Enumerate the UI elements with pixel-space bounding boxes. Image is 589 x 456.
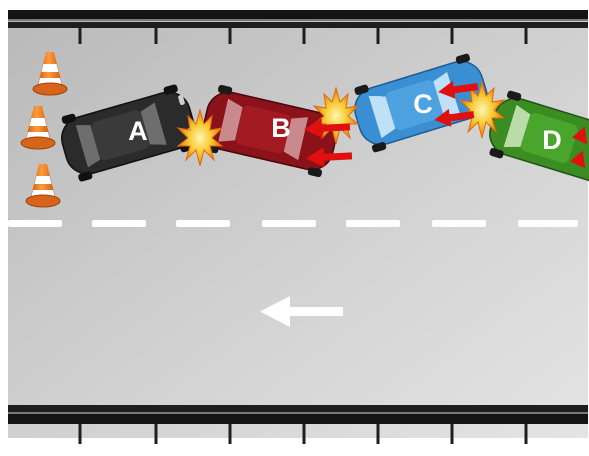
car-d-label: D xyxy=(542,125,562,155)
car-c-label: C xyxy=(413,89,433,119)
car-a-label: A xyxy=(128,116,148,146)
car-b-label: B xyxy=(271,113,291,143)
